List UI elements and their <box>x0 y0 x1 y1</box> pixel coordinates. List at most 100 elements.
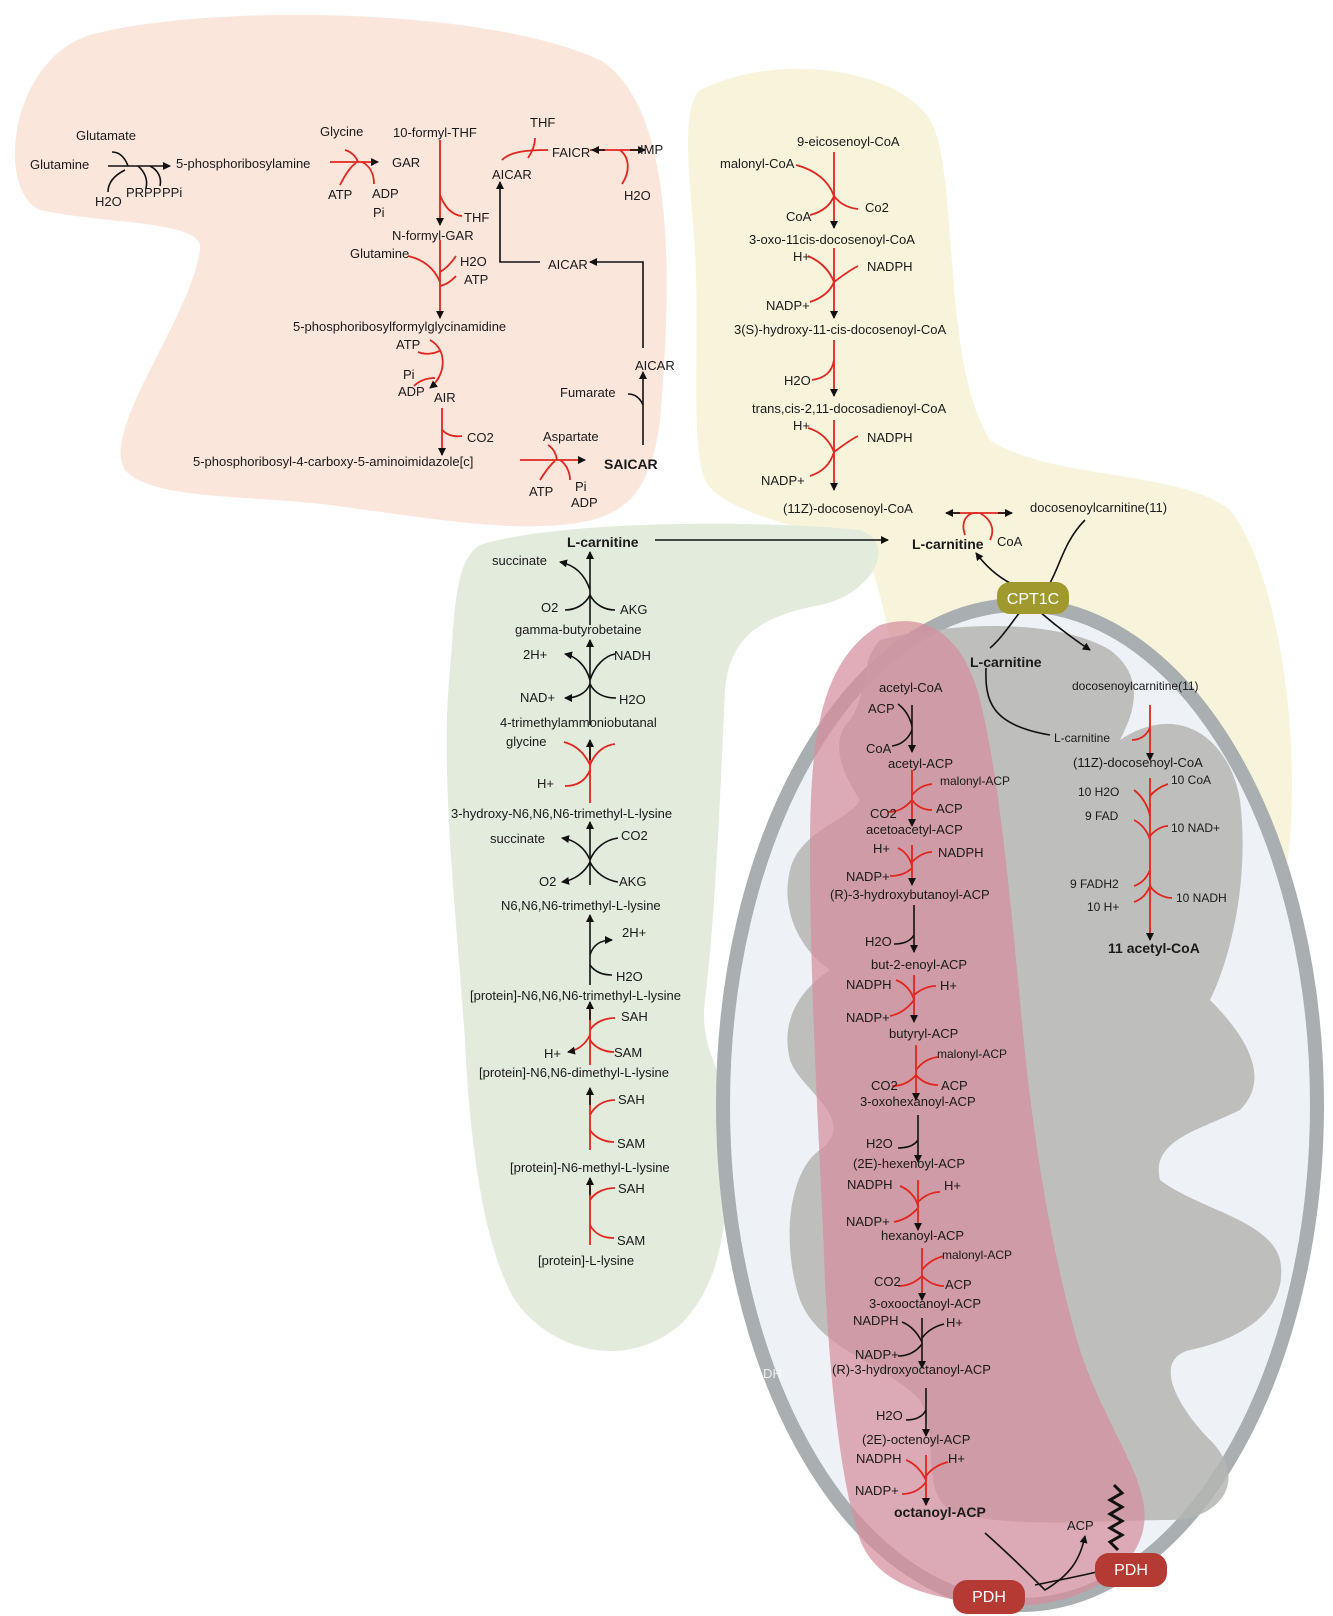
label-atp: ATP <box>328 187 352 202</box>
label-nadph-fas-1: NADPH <box>938 845 984 860</box>
label-tmab: 4-trimethylammoniobutanal <box>500 715 657 730</box>
label-hplus-fas-1: H+ <box>873 841 890 856</box>
label-acp-end: ACP <box>1067 1518 1094 1533</box>
label-co2-carn: CO2 <box>621 828 648 843</box>
label-lcarnitine: L-carnitine <box>567 534 639 550</box>
label-nadp-fas-1: NADP+ <box>846 869 890 884</box>
fas-band <box>810 621 1145 1606</box>
label-hidden-nadh: NADH <box>745 1366 782 1381</box>
label-nadp: NADP+ <box>766 298 810 313</box>
label-pl: [protein]-L-lysine <box>538 1253 634 1268</box>
label-fgam: 5-phosphoribosylformylglycinamidine <box>293 319 506 334</box>
label-butyryl: butyryl-ACP <box>889 1026 958 1041</box>
label-co2-b: CO2 <box>871 1078 898 1093</box>
label-h2o-carn: H2O <box>619 692 646 707</box>
label-succinate-2: succinate <box>490 831 545 846</box>
label-akg: AKG <box>620 602 647 617</box>
label-nad: NAD+ <box>520 690 555 705</box>
beta-oxidation-pathway <box>1131 705 1173 941</box>
label-atp-2: ATP <box>464 272 488 287</box>
label-o2-2: O2 <box>539 874 556 889</box>
label-hplus-carn: H+ <box>537 776 554 791</box>
label-hexenoyl: (2E)-hexenoyl-ACP <box>853 1156 965 1171</box>
label-cpt1c: CPT1C <box>1007 591 1059 608</box>
label-acp-3: ACP <box>945 1277 972 1292</box>
label-malonyl-coa: malonyl-CoA <box>720 156 795 171</box>
lipoyl-arm <box>1107 1483 1125 1552</box>
label-nadph-2: NADPH <box>867 430 913 445</box>
label-imp: IMP <box>640 142 663 157</box>
label-adp: ADP <box>372 186 399 201</box>
label-acetyl-acp: acetyl-ACP <box>888 756 953 771</box>
label-coa: CoA <box>786 209 812 224</box>
label-carnitine-out: docosenoylcarnitine(11) <box>1030 500 1167 515</box>
label-coa-fas: CoA <box>866 741 892 756</box>
label-ppi: PPi <box>162 185 182 200</box>
label-sam-2: SAM <box>617 1136 645 1151</box>
label-nadph-fas-2: NADPH <box>846 977 892 992</box>
label-10-h2o: 10 H2O <box>1078 785 1119 799</box>
cpt1c-enzyme <box>997 582 1069 614</box>
label-docosenoyl-mito: (11Z)-docosenoyl-CoA <box>1073 755 1203 770</box>
label-atp-4: ATP <box>529 484 553 499</box>
purine-region <box>14 14 667 527</box>
label-thf: THF <box>464 210 489 225</box>
label-h2o: H2O <box>95 194 122 209</box>
label-adp-3: ADP <box>398 384 425 399</box>
label-h2o-fas-2: H2O <box>866 1136 893 1151</box>
label-co2-elong: Co2 <box>865 200 889 215</box>
label-h2o-elong: H2O <box>784 373 811 388</box>
label-co2: CO2 <box>467 430 494 445</box>
label-gbb: gamma-butyrobetaine <box>515 622 641 637</box>
label-faicr: FAICR <box>552 145 590 160</box>
label-aicar-3: AICAR <box>635 358 675 373</box>
pdh-enzyme-1 <box>953 1580 1025 1614</box>
label-docosenoyl: (11Z)-docosenoyl-CoA <box>783 501 913 516</box>
label-2hplus-2: 2H+ <box>622 925 646 940</box>
label-h2o-carn-2: H2O <box>616 969 643 984</box>
label-glutamine-2: Glutamine <box>350 246 409 261</box>
purine-pathway <box>107 137 647 481</box>
label-nadph-fas-5: NADPH <box>856 1451 902 1466</box>
pdh-lipoylation <box>953 1483 1167 1614</box>
carnitine-region <box>446 523 879 1351</box>
label-aspartate: Aspartate <box>543 429 599 444</box>
label-co2-a: CO2 <box>870 806 897 821</box>
label-oxohexanoyl: 3-oxohexanoyl-ACP <box>860 1094 976 1109</box>
label-hplus-fas-5: H+ <box>948 1451 965 1466</box>
label-air: AIR <box>434 390 456 405</box>
label-acp-1: ACP <box>936 801 963 816</box>
label-pi-4: Pi <box>575 479 587 494</box>
label-10-nad: 10 NAD+ <box>1171 821 1220 835</box>
mito-transport <box>655 519 1091 736</box>
label-docosenoylcarnitine: docosenoylcarnitine(11) <box>1072 679 1199 693</box>
label-glycine: Glycine <box>320 124 363 139</box>
label-tml: N6,N6,N6-trimethyl-L-lysine <box>501 898 661 913</box>
label-coa-2: CoA <box>997 534 1023 549</box>
label-trans: trans,cis-2,11-docosadienoyl-CoA <box>752 401 946 416</box>
label-glycine-carn: glycine <box>506 734 546 749</box>
label-h2o-2: H2O <box>460 254 487 269</box>
label-hplus-fas-3: H+ <box>944 1178 961 1193</box>
label-o2: O2 <box>541 600 558 615</box>
label-octanoyl-acp: octanoyl-ACP <box>894 1504 986 1520</box>
label-octenoyl: (2E)-octenoyl-ACP <box>862 1432 970 1447</box>
label-nadp-fas-3: NADP+ <box>846 1214 890 1229</box>
label-co2-c: CO2 <box>874 1274 901 1289</box>
label-malonyl-acp-1: malonyl-ACP <box>940 774 1010 788</box>
label-h2o-fas-1: H2O <box>865 934 892 949</box>
label-10-nadh: 10 NADH <box>1176 891 1227 905</box>
label-formyl-thf: 10-formyl-THF <box>393 125 477 140</box>
label-sah-3: SAH <box>618 1181 645 1196</box>
label-fumarate: Fumarate <box>560 385 616 400</box>
label-h2o-fas-3: H2O <box>876 1408 903 1423</box>
label-aicar-1: AICAR <box>492 167 532 182</box>
label-lcarnitine-elong: L-carnitine <box>912 536 984 552</box>
label-succinate: succinate <box>492 553 547 568</box>
label-nadp-fas-2: NADP+ <box>846 1010 890 1025</box>
pdh-enzyme-2 <box>1095 1553 1167 1587</box>
label-hydroxy: 3(S)-hydroxy-11-cis-docosenoyl-CoA <box>734 322 946 337</box>
label-hydroxybutanoyl: (R)-3-hydroxybutanoyl-ACP <box>830 887 990 902</box>
label-nadph-fas-3: NADPH <box>847 1177 893 1192</box>
